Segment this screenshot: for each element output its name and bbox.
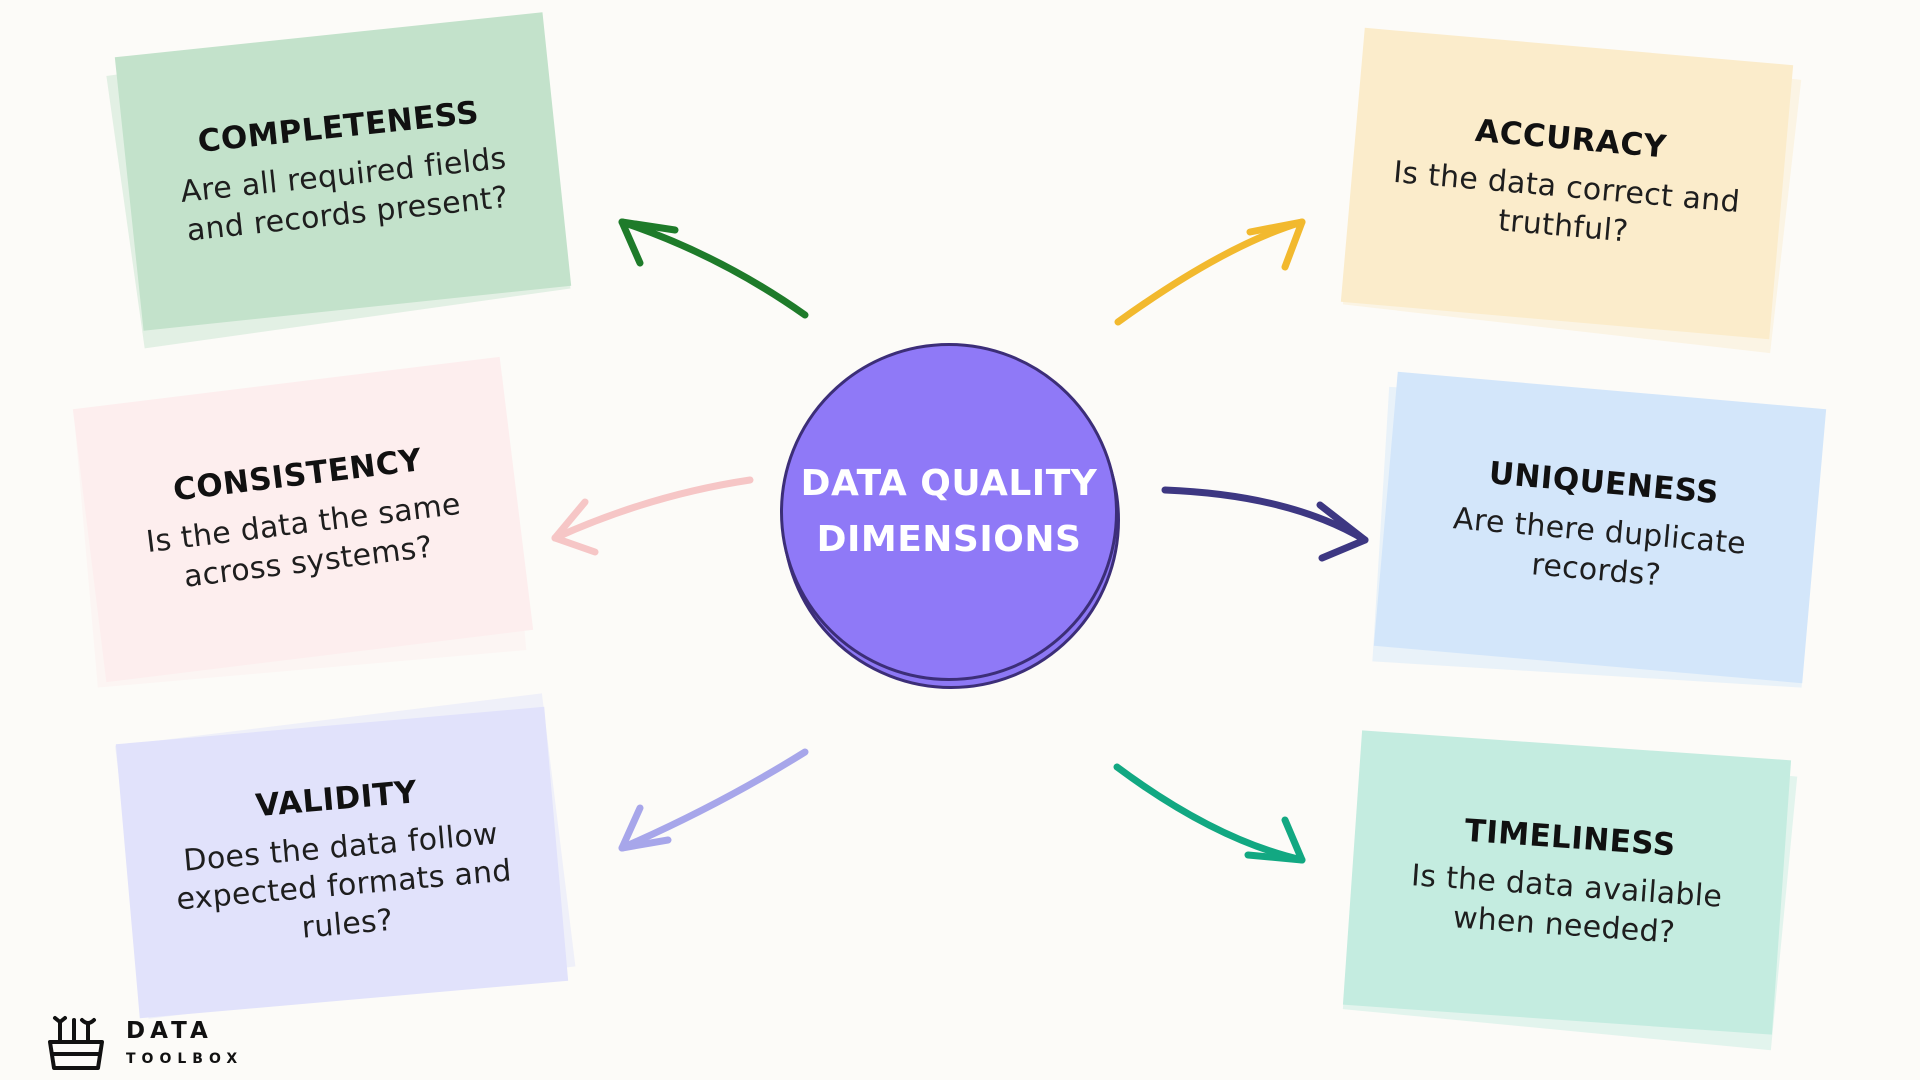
hub-label: DATA QUALITY DIMENSIONS [799, 456, 1099, 568]
arrow-to-consistency [551, 476, 754, 556]
logo-word-toolbox: TOOLBOX [126, 1051, 244, 1067]
arrow-to-timeliness [1113, 763, 1306, 864]
arrow-to-uniqueness [1161, 486, 1369, 562]
hub-label-line1: DATA QUALITY [800, 463, 1098, 505]
arrow-to-completeness [618, 218, 809, 319]
arrow-to-accuracy [1114, 218, 1306, 326]
hub-label-line2: DIMENSIONS [816, 519, 1082, 560]
brand-logo: DATA TOOLBOX [46, 1012, 266, 1072]
logo-word-data: DATA [126, 1018, 213, 1044]
arrow-to-validity [618, 748, 809, 852]
toolbox-icon [48, 1016, 104, 1070]
central-hub: DATA QUALITY DIMENSIONS [780, 343, 1120, 689]
hub-disc: DATA QUALITY DIMENSIONS [780, 343, 1118, 681]
